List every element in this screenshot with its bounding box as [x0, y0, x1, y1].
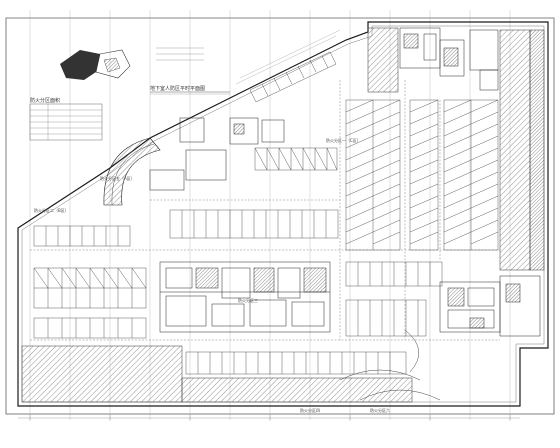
service-rooms-upper — [149, 117, 285, 191]
parking-group-right-lower — [345, 261, 443, 337]
parking-group-left-lower — [33, 317, 147, 339]
parking-group-bottom — [185, 351, 407, 375]
zone-label-lane-a: 防火分区五（A区） — [100, 175, 135, 181]
bottom-dimension-ticks — [18, 415, 520, 421]
dimension-lines-top — [235, 29, 341, 85]
zone-label-center: 防火分区三 — [238, 297, 258, 303]
legend-block: 防火分区面积 — [29, 97, 103, 141]
parking-group-top-center — [254, 147, 338, 171]
drive-aisles — [30, 80, 500, 341]
core-lower-right — [439, 275, 541, 337]
zone-label-bottom-a: 防火分区四 — [300, 407, 320, 413]
building-outline-inner — [21, 25, 545, 403]
ramp-strip-right — [499, 29, 531, 271]
ramp-strip-right-2 — [529, 29, 545, 271]
parking-group-right-a — [345, 99, 401, 251]
zone-label-lane-b: 防火分区二（B区） — [34, 207, 69, 213]
curved-ramp — [103, 137, 161, 206]
parking-group-left-upper — [33, 225, 131, 247]
bottom-hatched-band — [21, 345, 183, 403]
legend-title: 防火分区面积 — [30, 97, 60, 104]
core-top-hatched — [367, 27, 399, 93]
parking-group-left-middle — [33, 267, 147, 309]
parking-group-top-diagonal — [249, 51, 337, 103]
key-plan-inset — [60, 49, 131, 80]
curved-arrows-bottom — [339, 329, 441, 401]
plan-caption: 地下室人防区平时平面图 — [150, 85, 205, 92]
parking-group-right-b — [409, 99, 499, 251]
zone-label-bottom-b: 防火分区六 — [370, 407, 390, 413]
core-top-right — [399, 27, 499, 91]
notes-block — [156, 47, 204, 61]
zone-label-lane-c: 防火分区一（C区） — [326, 137, 361, 143]
central-core — [159, 261, 331, 333]
parking-group-center-upper — [169, 209, 339, 239]
bottom-hatched-band-2 — [181, 377, 413, 403]
